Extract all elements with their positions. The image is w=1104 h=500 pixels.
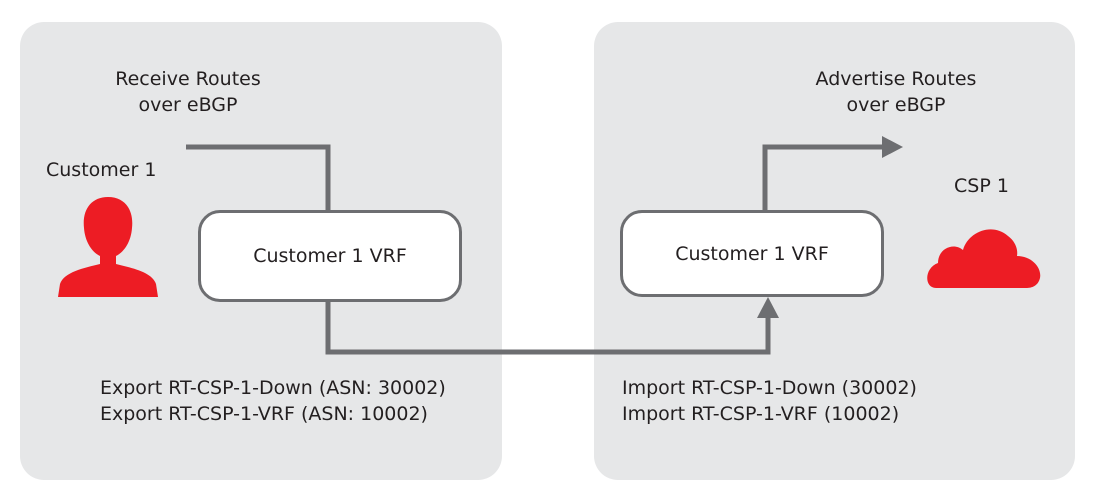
advertise-routes-line2: over eBGP — [846, 94, 946, 116]
csp-label: CSP 1 — [954, 175, 1009, 197]
receive-route-line — [186, 144, 331, 210]
receive-routes-line1: Receive Routes — [115, 68, 261, 90]
receive-routes-label: Receive Routes over eBGP — [100, 66, 276, 118]
import-rt-list: Import RT-CSP-1-Down (30002) Import RT-C… — [622, 375, 917, 427]
advertise-arrowhead — [882, 136, 903, 158]
receive-routes-line2: over eBGP — [138, 94, 238, 116]
customer-label: Customer 1 — [46, 159, 157, 181]
export-import-line — [325, 302, 771, 355]
advertise-routes-line1: Advertise Routes — [815, 68, 977, 90]
customer-vrf-box-left: Customer 1 VRF — [198, 210, 462, 302]
advertise-routes-label: Advertise Routes over eBGP — [808, 66, 984, 118]
vrf-label-right: Customer 1 VRF — [675, 242, 829, 265]
cloud-icon — [927, 229, 1041, 288]
customer-vrf-box-right: Customer 1 VRF — [620, 210, 884, 297]
import-rt-vrf: Import RT-CSP-1-VRF (10002) — [622, 403, 900, 425]
vrf-label-left: Customer 1 VRF — [253, 245, 407, 267]
import-arrowhead — [757, 297, 779, 318]
import-rt-down: Import RT-CSP-1-Down (30002) — [622, 377, 917, 399]
person-icon — [58, 197, 158, 297]
export-rt-vrf: Export RT-CSP-1-VRF (ASN: 10002) — [100, 403, 428, 425]
advertise-route-line — [762, 144, 884, 210]
export-rt-down: Export RT-CSP-1-Down (ASN: 30002) — [100, 377, 446, 399]
export-rt-list: Export RT-CSP-1-Down (ASN: 30002) Export… — [100, 375, 446, 427]
